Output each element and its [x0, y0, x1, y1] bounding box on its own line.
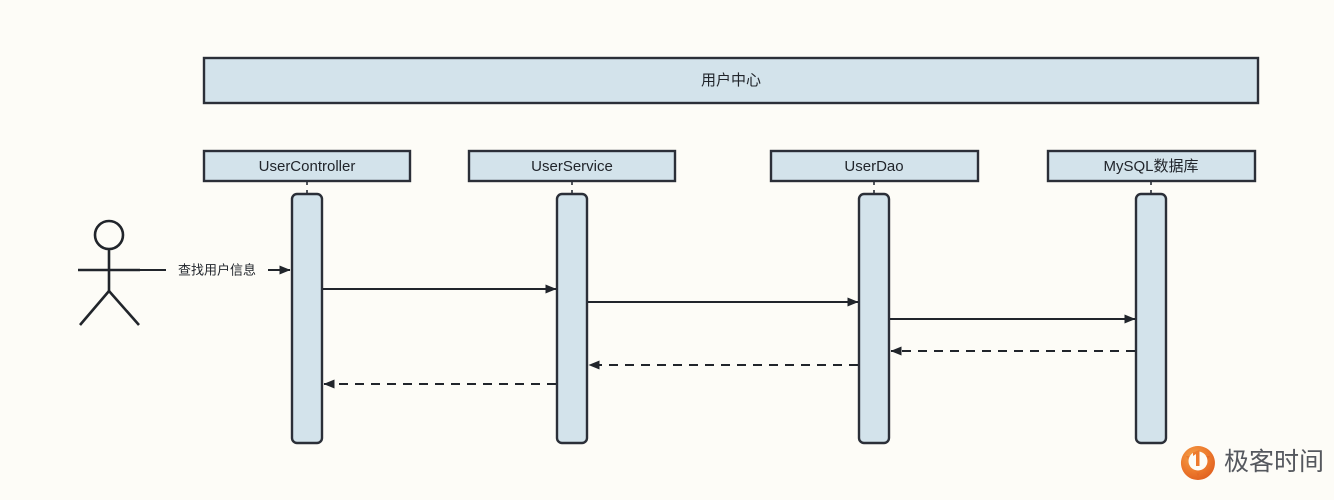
- participant-controller[interactable]: UserController: [202, 149, 412, 445]
- participant-box-mysql[interactable]: [1046, 149, 1257, 183]
- participant-label-controller: UserController: [259, 158, 356, 175]
- participant-box-dao[interactable]: [769, 149, 980, 183]
- participant-label-dao: UserDao: [844, 158, 903, 175]
- actor-head-icon: [93, 219, 125, 251]
- message-actor-to-controller: 查找用户信息: [78, 260, 291, 281]
- geektime-logo-icon: [1180, 446, 1215, 480]
- actor-figure: [78, 219, 140, 326]
- actor-left-leg-line: [79, 290, 110, 326]
- message-label-1: 查找用户信息: [178, 262, 256, 277]
- participant-label-service: UserService: [531, 158, 613, 175]
- message-label-backdrop-1: [166, 260, 268, 281]
- activation-bar-mysql: [1134, 192, 1168, 445]
- participant-dao[interactable]: UserDao: [769, 149, 980, 445]
- activation-bar-service: [555, 192, 589, 445]
- watermark: 极客时间: [1180, 446, 1324, 480]
- activation-bar-dao: [857, 192, 891, 445]
- activation-bar-controller: [290, 192, 324, 445]
- participant-mysql[interactable]: MySQL数据库: [1046, 149, 1257, 445]
- participant-box-service[interactable]: [467, 149, 677, 183]
- participant-label-mysql: MySQL数据库: [1103, 158, 1198, 175]
- participant-service[interactable]: UserService: [467, 149, 677, 445]
- diagram-frame: 用户中心: [202, 56, 1260, 105]
- frame-title-label: 用户中心: [701, 72, 761, 89]
- watermark-label: 极客时间: [1224, 447, 1324, 476]
- actor-right-leg-line: [108, 290, 140, 326]
- frame-title-box: [202, 56, 1260, 105]
- participant-box-controller[interactable]: [202, 149, 412, 183]
